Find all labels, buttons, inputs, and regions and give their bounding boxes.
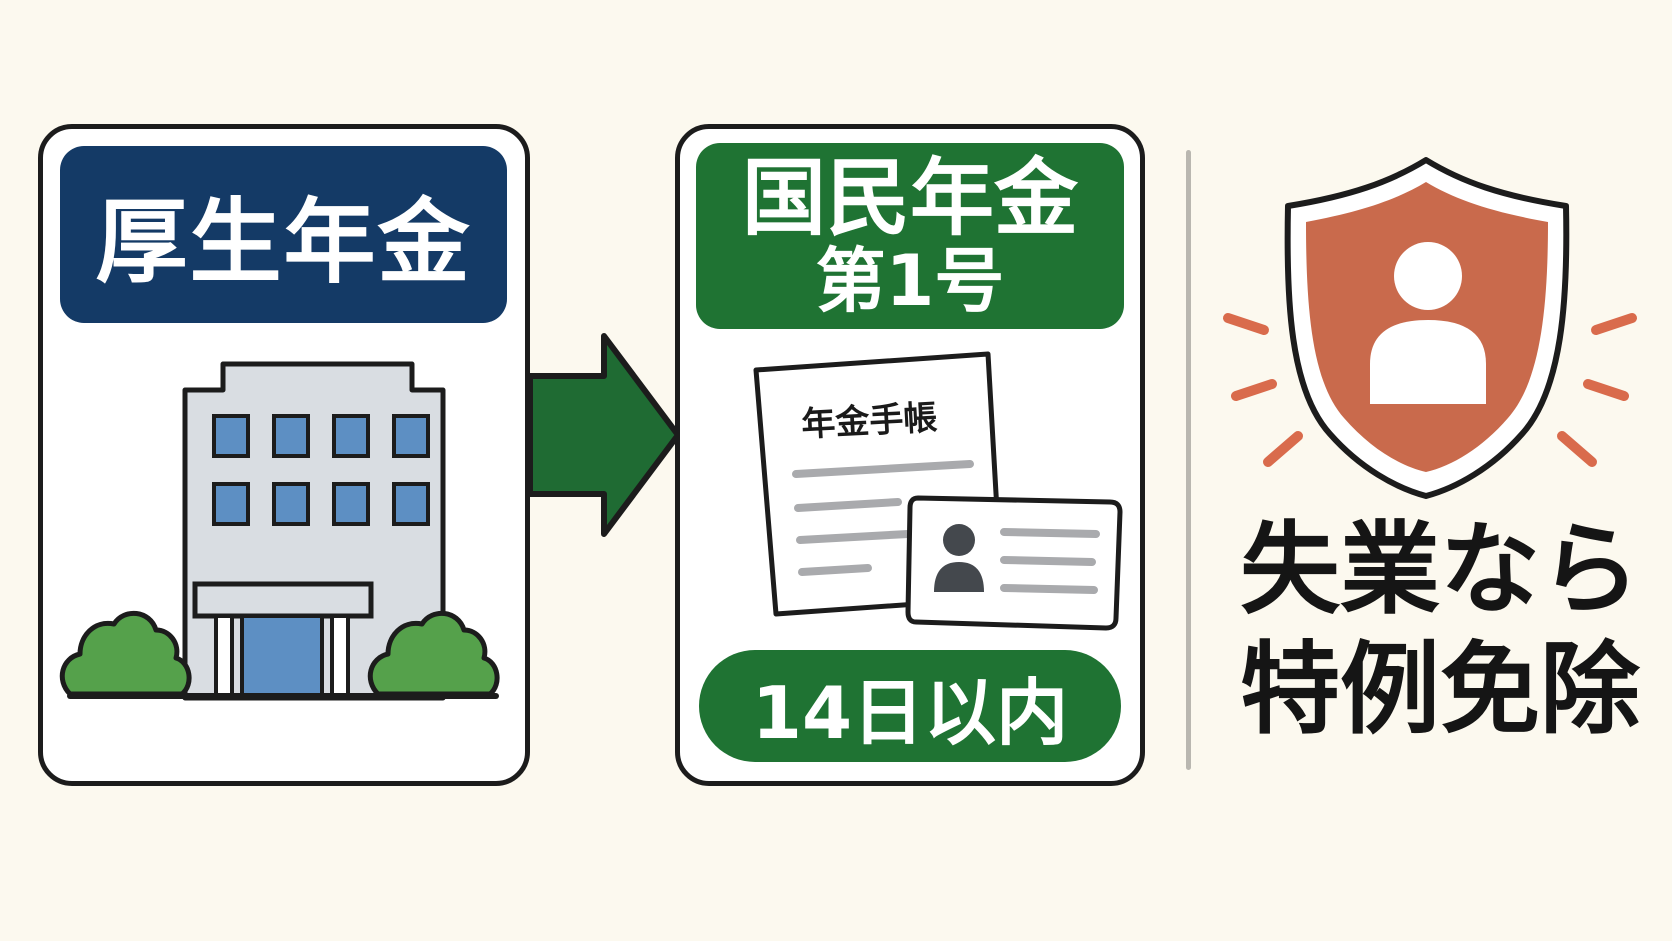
caption-unemployment: 失業なら [1240, 511, 1640, 628]
office-building-icon [59, 361, 500, 701]
employee-pension-title: 厚生年金 [60, 146, 507, 323]
passbook-label: 年金手帳 [800, 397, 939, 445]
id-card-icon [905, 495, 1123, 631]
deadline-badge: 14日以内 [699, 650, 1121, 762]
national-pension-title-line2: 第1号 [815, 240, 1005, 322]
caption-special-exemption: 特例免除 [1240, 631, 1640, 748]
deadline-text: 14日以内 [751, 670, 1069, 755]
employee-pension-title-text: 厚生年金 [95, 189, 472, 296]
national-pension-title: 国民年金 第1号 [696, 143, 1124, 329]
panel-divider [1186, 150, 1191, 770]
national-pension-title-line1: 国民年金 [741, 149, 1078, 247]
shield-person-icon [1223, 157, 1637, 499]
right-arrow-icon [527, 333, 681, 537]
